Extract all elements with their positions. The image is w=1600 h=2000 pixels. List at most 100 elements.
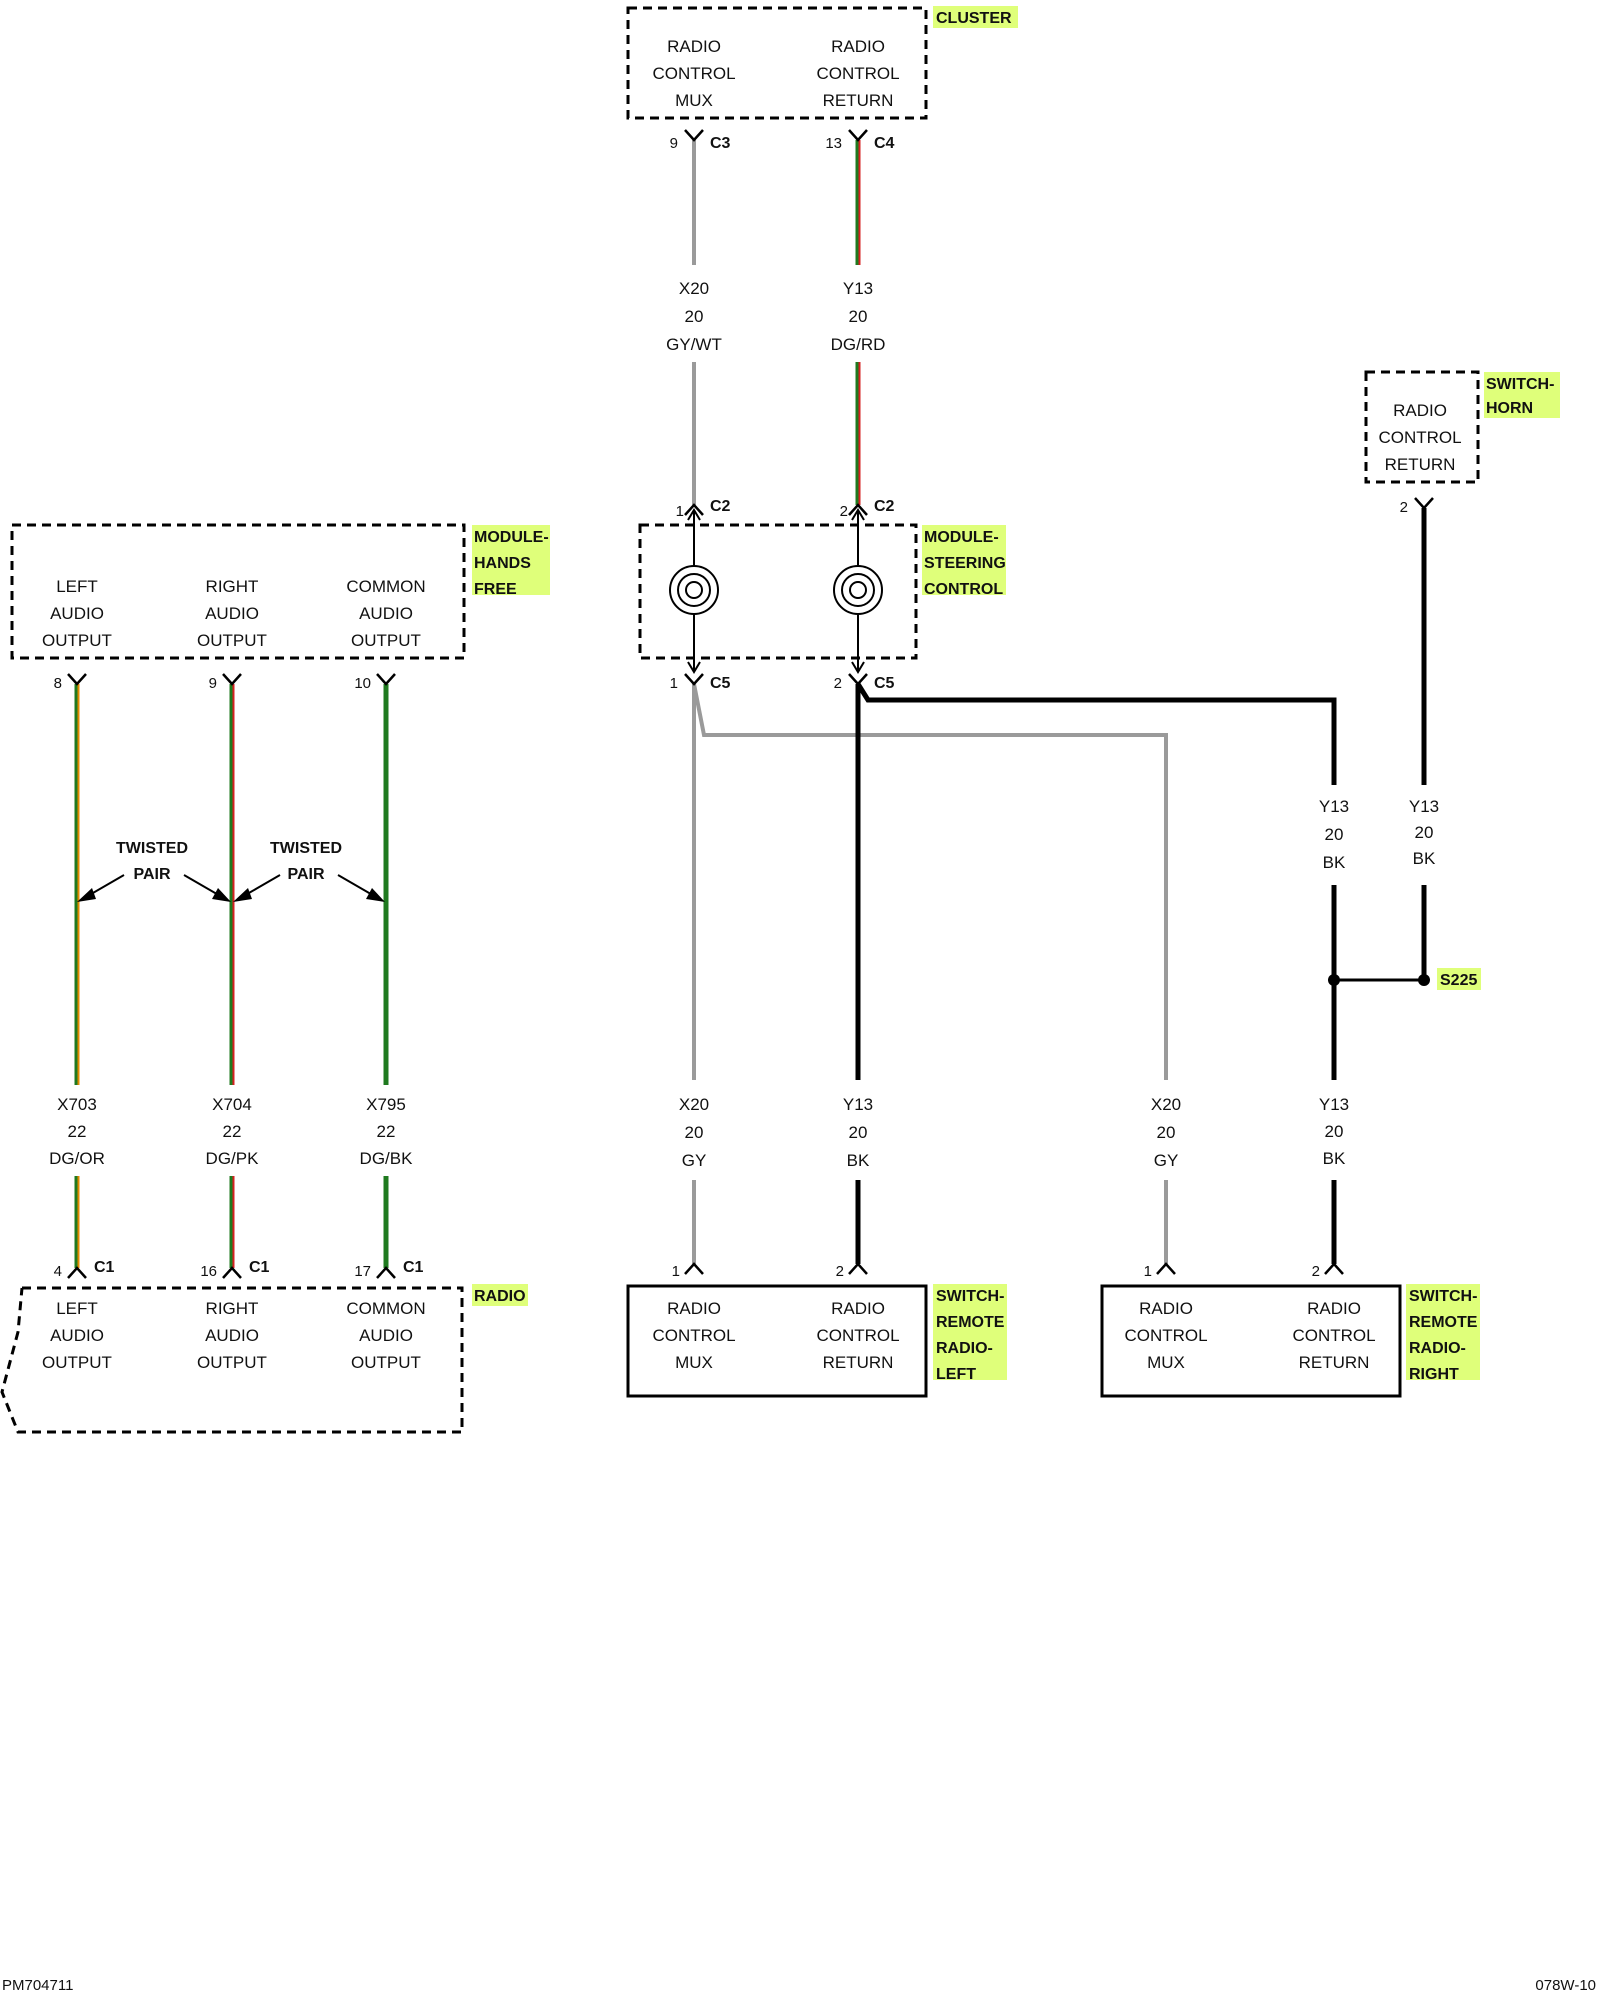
pin-c3: 9 bbox=[670, 135, 678, 152]
pin-hf-9: 9 bbox=[209, 675, 217, 692]
hf-common-2: AUDIO bbox=[359, 604, 413, 623]
wl-x795-3: DG/BK bbox=[360, 1149, 414, 1168]
srl-ret-1: RADIO bbox=[831, 1299, 885, 1318]
cluster-ret-2: CONTROL bbox=[816, 64, 899, 83]
module-steering-control-box bbox=[638, 523, 918, 660]
pin-srl-2: 2 bbox=[836, 1263, 844, 1280]
pin-srl-1: 1 bbox=[672, 1263, 680, 1280]
radio-common-2: AUDIO bbox=[359, 1326, 413, 1345]
wl-y13l-3: BK bbox=[847, 1151, 870, 1170]
cluster-mux-1: RADIO bbox=[667, 37, 721, 56]
radio-common-1: COMMON bbox=[346, 1299, 425, 1318]
pin-c5-1: 1 bbox=[670, 675, 678, 692]
pin-c5-2: 2 bbox=[834, 675, 842, 692]
wl-y13u-3: DG/RD bbox=[831, 335, 886, 354]
connector-terminals bbox=[67, 129, 1434, 1279]
srl-mux-3: MUX bbox=[675, 1353, 713, 1372]
wl-x20u-1: X20 bbox=[679, 279, 709, 298]
srr-ret-1: RADIO bbox=[1307, 1299, 1361, 1318]
pin-srr-2: 2 bbox=[1312, 1263, 1320, 1280]
pin-horn: 2 bbox=[1400, 499, 1408, 516]
footer-right: 078W-10 bbox=[1535, 1977, 1596, 1994]
conn-c4: C4 bbox=[874, 135, 895, 152]
wl-x795-1: X795 bbox=[366, 1095, 406, 1114]
srr-tag-2: REMOTE bbox=[1409, 1314, 1478, 1331]
cluster-tag: CLUSTER bbox=[936, 10, 1012, 27]
wl-x20r-3: GY bbox=[1154, 1151, 1179, 1170]
radio-box bbox=[0, 1286, 464, 1434]
clockspring-1 bbox=[669, 508, 719, 674]
srl-tag-1: SWITCH- bbox=[936, 1288, 1004, 1305]
pin-radio-16: 16 bbox=[200, 1263, 217, 1280]
twisted-pair-1-line1: TWISTED bbox=[116, 840, 188, 857]
srr-mux-2: CONTROL bbox=[1124, 1326, 1207, 1345]
srr-mux-3: MUX bbox=[1147, 1353, 1185, 1372]
wl-x20r-2: 20 bbox=[1157, 1123, 1176, 1142]
conn-c2-2: C2 bbox=[874, 498, 895, 515]
conn-c5-2: C5 bbox=[874, 675, 895, 692]
wire-x703 bbox=[74, 684, 80, 1268]
twisted-pair-arrows bbox=[77, 874, 385, 902]
radio-left-1: LEFT bbox=[56, 1299, 98, 1318]
pin-c2-1: 1 bbox=[676, 503, 684, 520]
pin-radio-4: 4 bbox=[54, 1263, 62, 1280]
twisted-pair-1-line2: PAIR bbox=[133, 866, 170, 883]
conn-c1-a: C1 bbox=[94, 1259, 115, 1276]
wl-x703-1: X703 bbox=[57, 1095, 97, 1114]
clockspring-2 bbox=[833, 508, 883, 674]
radio-right-1: RIGHT bbox=[206, 1299, 259, 1318]
hands-free-tag-2: HANDS bbox=[474, 555, 531, 572]
pin-srr-1: 1 bbox=[1144, 1263, 1152, 1280]
srl-tag-2: REMOTE bbox=[936, 1314, 1005, 1331]
srr-tag-3: RADIO- bbox=[1409, 1340, 1466, 1357]
wl-y13r-2: 20 bbox=[1325, 1122, 1344, 1141]
radio-right-3: OUTPUT bbox=[197, 1353, 267, 1372]
wl-x20r-1: X20 bbox=[1151, 1095, 1181, 1114]
splice-s225 bbox=[1328, 974, 1430, 986]
wl-x704-2: 22 bbox=[223, 1122, 242, 1141]
wl-x703-3: DG/OR bbox=[49, 1149, 105, 1168]
switch-remote-left-box bbox=[626, 1284, 928, 1398]
hf-left-3: OUTPUT bbox=[42, 631, 112, 650]
hf-common-3: OUTPUT bbox=[351, 631, 421, 650]
cluster-box bbox=[626, 6, 928, 120]
conn-c3: C3 bbox=[710, 135, 731, 152]
switch-remote-right-box bbox=[1100, 1284, 1402, 1398]
wl-x703-2: 22 bbox=[68, 1122, 87, 1141]
wl-y13a-1: Y13 bbox=[1319, 797, 1349, 816]
cluster-mux-2: CONTROL bbox=[652, 64, 735, 83]
switch-horn-tag-1: SWITCH- bbox=[1486, 376, 1554, 393]
wire-y13-upper bbox=[855, 140, 861, 505]
module-hands-free-box bbox=[10, 523, 466, 660]
srl-tag-3: RADIO- bbox=[936, 1340, 993, 1357]
srr-ret-2: CONTROL bbox=[1292, 1326, 1375, 1345]
radio-common-3: OUTPUT bbox=[351, 1353, 421, 1372]
pin-radio-17: 17 bbox=[354, 1263, 371, 1280]
wire-x20-gray-branch bbox=[692, 683, 1168, 1264]
wl-x20l-1: X20 bbox=[679, 1095, 709, 1114]
radio-tag: RADIO bbox=[474, 1288, 526, 1305]
wl-x20l-3: GY bbox=[682, 1151, 707, 1170]
srr-tag-1: SWITCH- bbox=[1409, 1288, 1477, 1305]
hf-right-3: OUTPUT bbox=[197, 631, 267, 650]
twisted-pair-2-line1: TWISTED bbox=[270, 840, 342, 857]
pin-hf-8: 8 bbox=[54, 675, 62, 692]
wl-x704-3: DG/PK bbox=[206, 1149, 260, 1168]
conn-c1-b: C1 bbox=[249, 1259, 270, 1276]
wl-y13a-3: BK bbox=[1323, 853, 1346, 872]
steering-tag-1: MODULE- bbox=[924, 529, 999, 546]
wl-y13r-1: Y13 bbox=[1319, 1095, 1349, 1114]
wl-y13b-3: BK bbox=[1413, 849, 1436, 868]
pin-c4: 13 bbox=[825, 135, 842, 152]
wl-x795-2: 22 bbox=[377, 1122, 396, 1141]
wl-x704-1: X704 bbox=[212, 1095, 252, 1114]
hands-free-tag-1: MODULE- bbox=[474, 529, 549, 546]
hf-right-1: RIGHT bbox=[206, 577, 259, 596]
conn-c5-1: C5 bbox=[710, 675, 731, 692]
cluster-ret-1: RADIO bbox=[831, 37, 885, 56]
twisted-pair-2-line2: PAIR bbox=[287, 866, 324, 883]
footer-left: PM704711 bbox=[2, 1977, 73, 1994]
switch-horn-tag-2: HORN bbox=[1486, 400, 1533, 417]
horn-line-1: RADIO bbox=[1393, 401, 1447, 420]
